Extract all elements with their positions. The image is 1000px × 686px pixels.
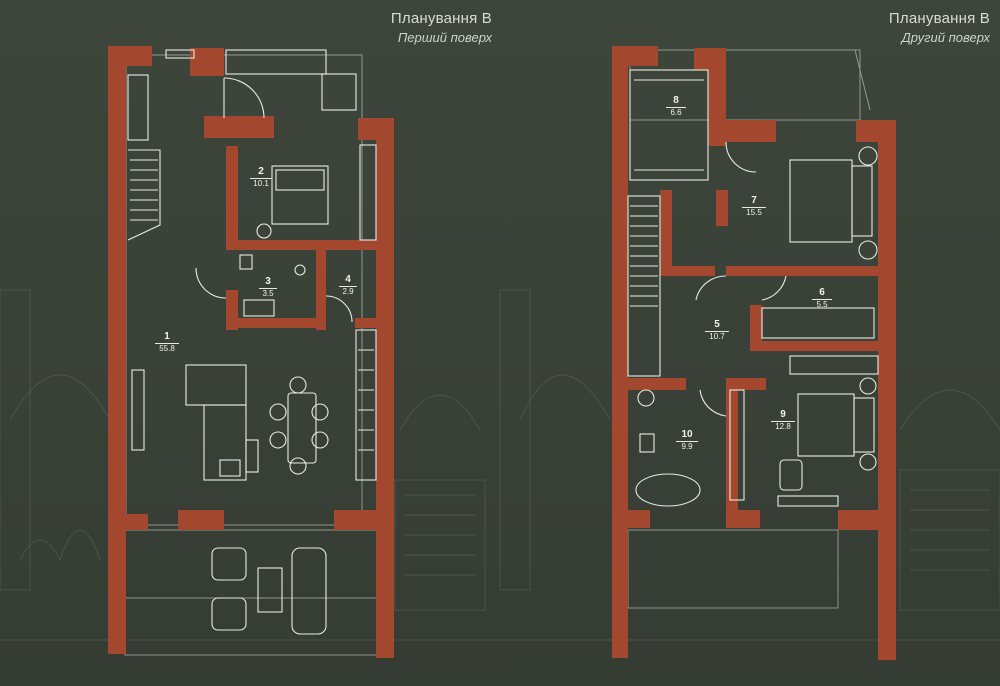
- bath-counter: [729, 389, 745, 501]
- room-7-area: 15.5: [746, 208, 762, 217]
- room-5-number: 5: [705, 320, 729, 332]
- room-10-label: 10 9.9: [676, 430, 698, 451]
- room-10-number: 10: [676, 430, 698, 442]
- room-6-label: 6 5.5: [812, 288, 832, 309]
- room-1-number: 1: [155, 332, 179, 344]
- bg-house-siding: [405, 489, 990, 576]
- floor2-furniture: [627, 69, 879, 507]
- bg-building-left: [0, 289, 31, 591]
- room-8-label: 8 6.6: [666, 96, 686, 117]
- stairs-outline: [127, 149, 161, 241]
- bed-room9: [797, 393, 855, 457]
- headboard-room7: [851, 165, 873, 237]
- bed-room7: [789, 159, 853, 243]
- room-9-area: 12.8: [775, 422, 791, 431]
- bg-tree-canopies: [9, 374, 1000, 431]
- bed-floor1: [271, 165, 329, 225]
- wardrobe-room9: [789, 355, 879, 375]
- wardrobe-room6: [761, 307, 875, 339]
- bg-house-right: [899, 469, 1000, 611]
- room-4-label: 4 2.9: [339, 275, 357, 296]
- door-room4: [325, 295, 353, 323]
- room-8-number: 8: [666, 96, 686, 108]
- floor2-walls: [612, 46, 896, 660]
- floor2-title: Планування В: [888, 10, 990, 27]
- room-2-area: 10.1: [253, 179, 269, 188]
- floor2-title-block: Планування В Другий поверх: [822, 10, 990, 45]
- bathtub: [635, 473, 701, 507]
- tv-console: [131, 369, 145, 451]
- bath-cabinet: [243, 299, 275, 317]
- wardrobe-zigzag: [634, 79, 704, 171]
- floor1-title-block: Планування В Перший поверх: [330, 10, 492, 45]
- toilet-bath2: [639, 433, 655, 453]
- room-5-area: 10.7: [709, 332, 725, 341]
- room-2-label: 2 10.1: [250, 167, 272, 188]
- headboard-room9: [853, 397, 875, 453]
- room-4-area: 2.9: [342, 287, 354, 296]
- window-top: [165, 49, 195, 59]
- sink-bath: [294, 264, 306, 276]
- kitchen-counter-lines: [358, 349, 374, 451]
- entry-cabinet: [321, 73, 357, 111]
- room-6-area: 5.5: [816, 300, 828, 309]
- sink-bath2: [637, 389, 655, 407]
- room-4-number: 4: [339, 275, 357, 287]
- room-7-label: 7 15.5: [742, 196, 766, 217]
- floor1-subtitle: Перший поверх: [397, 30, 492, 45]
- door-room9: [699, 389, 727, 417]
- terrace-chair-1: [211, 547, 247, 581]
- terrace-chair-2: [211, 597, 247, 631]
- bg-tree: [19, 529, 101, 562]
- floor1-furniture: [127, 49, 377, 635]
- entry-unit: [225, 49, 327, 75]
- floor2-subtitle: Другий поверх: [901, 30, 990, 45]
- room-8-area: 6.6: [670, 108, 682, 117]
- room-6-number: 6: [812, 288, 832, 300]
- desk-chair: [779, 459, 803, 491]
- desk: [777, 495, 839, 507]
- room-9-label: 9 12.8: [771, 410, 795, 431]
- wardrobe-left: [127, 74, 149, 141]
- room-1-area: 55.8: [159, 344, 175, 353]
- floor1-walls: [108, 46, 394, 658]
- room-2-number: 2: [250, 167, 272, 179]
- room-3-number: 3: [259, 277, 277, 289]
- room-3-label: 3 3.5: [259, 277, 277, 298]
- wardrobe-room8: [629, 69, 709, 181]
- kitchen-counter: [355, 329, 377, 481]
- room-3-area: 3.5: [262, 289, 274, 298]
- terrace-table: [257, 567, 283, 613]
- floor1-title: Планування В: [390, 10, 492, 27]
- room-10-area: 9.9: [681, 442, 693, 451]
- room-9-number: 9: [771, 410, 795, 422]
- door-room6: [761, 275, 787, 301]
- wardrobe-bedroom: [359, 144, 377, 241]
- toilet-bath: [239, 254, 253, 270]
- room-5-label: 5 10.7: [705, 320, 729, 341]
- stair-steps: [130, 159, 158, 221]
- stair-steps-floor2: [630, 205, 658, 307]
- door-bath: [195, 267, 227, 299]
- bg-building-center: [499, 289, 531, 591]
- door-room5: [695, 275, 727, 301]
- door-room7: [725, 141, 757, 173]
- toilet-room2: [256, 223, 272, 239]
- dining-table: [287, 392, 317, 464]
- door-swing: [223, 77, 265, 119]
- room-7-number: 7: [742, 196, 766, 208]
- side-table: [245, 439, 259, 473]
- bed-pillow: [275, 169, 325, 191]
- stairs-floor2: [627, 195, 661, 377]
- terrace-sofa: [291, 547, 327, 635]
- armchair: [219, 459, 241, 477]
- room-1-label: 1 55.8: [155, 332, 179, 353]
- bg-house-left: [394, 479, 486, 611]
